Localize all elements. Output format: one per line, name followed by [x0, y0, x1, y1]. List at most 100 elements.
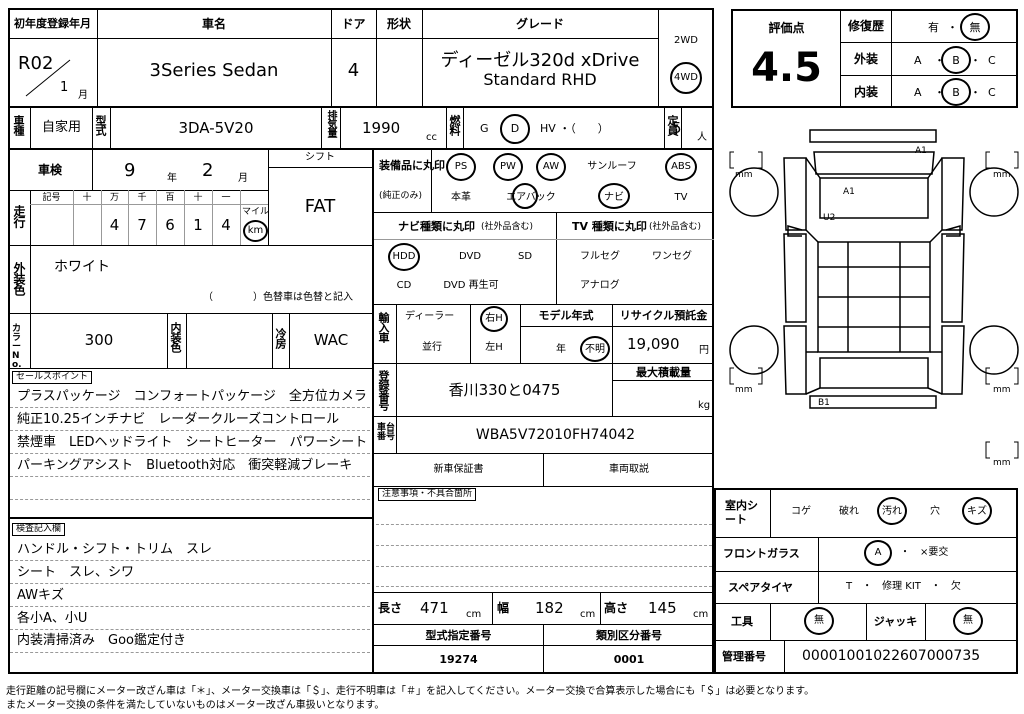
- km-unit: km: [247, 225, 264, 236]
- mgmt-number: 00001001022607000735: [802, 648, 981, 664]
- inspection-year: 9: [124, 160, 136, 181]
- tv-analog: アナログ: [580, 280, 620, 291]
- dot: ・: [970, 54, 981, 67]
- grade-label: グレード: [515, 17, 564, 31]
- model-year-label: モデル年式: [538, 309, 594, 322]
- mileage-digit: 4: [221, 216, 231, 234]
- reg-month: 1: [60, 80, 69, 95]
- import-left-h: 左H: [485, 342, 503, 353]
- int-a: A: [914, 86, 922, 99]
- dot: ・: [947, 21, 958, 34]
- mileage-col-header: 千: [137, 193, 147, 203]
- seat-scratch-circle: [962, 497, 992, 525]
- repair-no: 無: [969, 21, 981, 34]
- inspector-note-line: 内装清掃済み Goo鑑定付き: [17, 633, 186, 648]
- mark-b1: B1: [818, 398, 830, 408]
- doors-label: ドア: [341, 17, 366, 31]
- right-h-circle: [480, 306, 508, 332]
- cm-unit: cm: [466, 609, 482, 620]
- seat-label: 室内シート: [725, 499, 758, 527]
- drive-2wd: 2WD: [674, 35, 698, 46]
- navi-dvd: DVD: [458, 251, 482, 262]
- class-no-label: 類別区分番号: [596, 629, 662, 642]
- mm-label: mm: [735, 170, 753, 180]
- footer-note-2: またメーター交換の条件を満たしていないものはメーター改ざん車扱いとなります。: [6, 700, 385, 711]
- right-bottom-frame: [714, 488, 1018, 674]
- inspection-label: 車検: [37, 163, 62, 177]
- equip-tv: TV: [674, 192, 688, 203]
- spare-tire-label: スペアタイヤ: [728, 581, 793, 594]
- shape-label: 形状: [386, 17, 411, 31]
- mileage-col-header: 一: [221, 193, 231, 203]
- sales-point-line: プラスパッケージ コンフォートパッケージ 全方位カメラ: [17, 389, 367, 404]
- seat-scratch: キズ: [967, 506, 987, 517]
- navi-hdd: HDD: [392, 251, 416, 262]
- sales-point-line: 純正10.25インチナビ レーダークルーズコントロール: [17, 412, 340, 427]
- ext-b: B: [952, 54, 960, 67]
- int-b: B: [952, 86, 960, 99]
- navi-sub: (社外品含む): [481, 222, 534, 232]
- equip-aw: AW: [542, 161, 560, 172]
- seat-dirt-circle: [877, 497, 907, 525]
- seat-hole: 穴: [930, 506, 940, 517]
- equip-leather: 本革: [451, 192, 471, 203]
- tv-fullseg: フルセグ: [580, 251, 620, 262]
- model: 3DA-5V20: [178, 119, 254, 137]
- km-circle: [243, 220, 268, 242]
- month-unit: 月: [78, 90, 88, 101]
- equip-navi: ナビ: [604, 192, 624, 203]
- ac-label: 冷房: [274, 328, 287, 348]
- grade-line1: ディーゼル320d xDrive: [440, 50, 640, 71]
- class-no: 0001: [613, 653, 645, 666]
- height-label: 高さ: [604, 601, 629, 615]
- notes-label: 注意事項・不具合箇所: [378, 488, 477, 501]
- windshield-a: A: [874, 547, 882, 558]
- equipment-label: 装備品に丸印: [379, 159, 445, 172]
- type-no-label: 型式指定番号: [425, 629, 492, 642]
- shift-label: シフト: [305, 152, 335, 163]
- width: 182: [535, 599, 564, 617]
- drive-4wd: 4WD: [674, 72, 698, 83]
- person-unit: 人: [697, 132, 707, 143]
- fuel-d: D: [510, 122, 520, 135]
- mm-label: mm: [993, 385, 1011, 395]
- height: 145: [648, 599, 677, 617]
- fuel-d-circle: [500, 114, 530, 144]
- navi-cd: CD: [396, 280, 412, 291]
- sales-point-line: パーキングアシスト Bluetooth対応 衝突軽減ブレーキ: [17, 458, 353, 473]
- aw-circle: [536, 153, 566, 181]
- color-change-note: （ ）色替車は色替と記入: [203, 292, 353, 303]
- navi-dvd-play: DVD 再生可: [443, 280, 499, 291]
- yen-unit: 円: [699, 345, 709, 356]
- repair-label: 修復歴: [847, 19, 884, 33]
- int-c: C: [988, 86, 996, 99]
- repair-yes: 有: [928, 21, 939, 34]
- exterior-grade-label: 外装: [853, 52, 878, 66]
- inspector-notes-label: 検査記入欄: [12, 523, 66, 536]
- equip-abs: ABS: [671, 161, 691, 172]
- ext-c: C: [988, 54, 996, 67]
- inspector-note-line: ハンドル・シフト・トリム スレ: [17, 542, 213, 557]
- spare-tire-options: T ・ 修理 KIT ・ 欠: [846, 581, 961, 592]
- mileage-col-header: 百: [165, 193, 175, 203]
- width-label: 幅: [497, 601, 510, 615]
- inspector-note-line: シート スレ、シワ: [17, 565, 135, 580]
- mileage-digit: 7: [137, 216, 147, 234]
- import-label: 輸入車: [377, 312, 390, 342]
- sales-point-line: 禁煙車 LEDヘッドライト シートヒーター パワーシート: [17, 435, 368, 450]
- kg-unit: kg: [698, 400, 711, 411]
- mileage-digit: 6: [165, 216, 175, 234]
- seat-tear: 破れ: [839, 506, 859, 517]
- color-no: 300: [84, 331, 114, 349]
- navi-circle: [598, 183, 630, 209]
- reg-year-label: 初年度登録年月: [14, 17, 91, 30]
- mileage-digit: 1: [193, 216, 203, 234]
- import-parallel: 並行: [422, 342, 442, 353]
- fuel-g: G: [480, 122, 489, 135]
- mileage-col-header: 記号: [42, 193, 61, 203]
- capacity: 5: [672, 119, 682, 137]
- capacity-label: 定員: [666, 115, 679, 135]
- jack-label: ジャッキ: [873, 615, 918, 628]
- pw-circle: [493, 153, 523, 181]
- jack-circle: [953, 607, 983, 635]
